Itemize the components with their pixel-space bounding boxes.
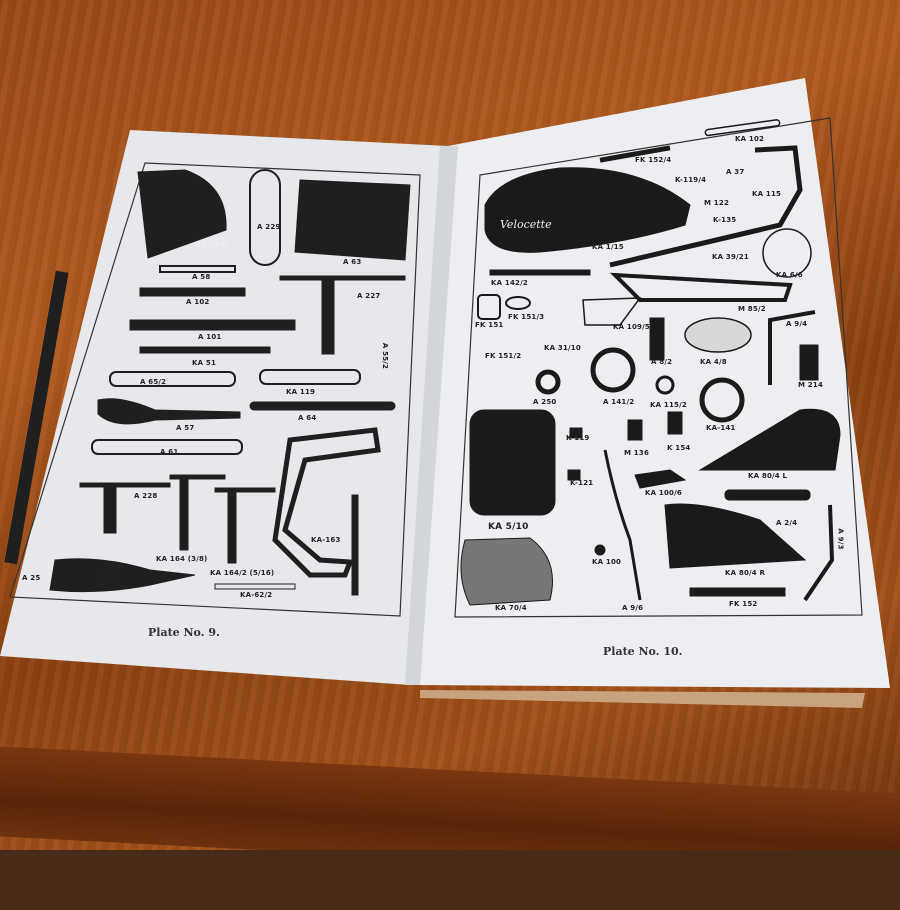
part-label: FK 152/4 (635, 156, 672, 164)
left-tools (4, 169, 411, 596)
left-plate-border (9, 162, 421, 617)
part-label: KA 1/15 (592, 243, 624, 251)
part-label: A 9/4 (786, 320, 808, 328)
part-label: FK 151/3 (508, 313, 545, 321)
tank-logo: Velocette (500, 218, 552, 231)
part-label: KA 5/10 (488, 522, 529, 532)
part-label: KA 51 (192, 359, 217, 367)
part-label: KA 102 (735, 135, 765, 143)
part-label: A 63 (343, 258, 362, 266)
part-label: KA 31/10 (544, 344, 581, 352)
right-plate-border (454, 117, 863, 618)
fuel-tank-drawing (484, 167, 691, 253)
part-label: K-121 (570, 479, 594, 487)
part-label: A 227 (357, 292, 381, 300)
part-label: A 250 (533, 398, 557, 406)
part-label: A 8/2 (651, 358, 673, 366)
clamp-drawing (272, 427, 381, 578)
part-label: KA-141 (706, 424, 736, 432)
part-label: KA 115/2 (650, 401, 687, 409)
part-label: M 122 (704, 199, 730, 207)
part-label: KA 12/8 (195, 241, 227, 249)
plate-caption: Plate No. 10. (603, 645, 683, 658)
pliers-drawing (49, 558, 196, 593)
toolbox-lid-drawing (460, 537, 553, 606)
part-label: KA 70/4 (495, 604, 527, 612)
plate-caption: Plate No. 9. (148, 626, 220, 639)
part-label: M 214 (798, 381, 824, 389)
wrench-a101 (129, 319, 296, 331)
part-label: A 58 (192, 273, 211, 281)
part-label: A 102 (186, 298, 210, 306)
part-label: A 65/2 (140, 378, 167, 386)
part-label: A 25 (22, 574, 41, 582)
part-label: KA 109/5 (613, 323, 650, 331)
part-label: KA 100 (592, 558, 622, 566)
part-label: A 9/3 (836, 528, 845, 550)
part-label: KA 100/6 (645, 489, 682, 497)
book-spine (405, 146, 458, 685)
pump-drawing (4, 270, 69, 565)
toolbag-drawing (294, 179, 411, 261)
part-label: KA 4/8 (700, 358, 727, 366)
part-label: M 136 (624, 449, 650, 457)
part-label: KA 119 (286, 388, 316, 396)
part-label: K 119 (566, 434, 590, 442)
part-label: K-135 (713, 216, 737, 224)
part-label: A 9/6 (622, 604, 644, 612)
part-label: K-119/4 (675, 176, 707, 184)
handlebar (609, 272, 793, 302)
tyre-lever (249, 401, 396, 411)
part-label: KA 164/2 (5/16) (210, 569, 275, 577)
part-label: A 101 (198, 333, 222, 341)
wrench-a102 (139, 287, 246, 297)
part-label: A 2/4 (776, 519, 798, 527)
part-label: KA 80/4 L (748, 472, 788, 480)
page-stack-edge (420, 690, 865, 708)
exhaust-pipe (609, 145, 803, 268)
part-label: A 57 (176, 424, 195, 432)
part-label: FK 151 (475, 321, 504, 329)
part-label: A-56 (102, 571, 121, 579)
part-label: A 61 (160, 448, 179, 456)
part-label: A 229 (257, 223, 281, 231)
oil-tank-drawing (469, 409, 556, 516)
right-tools (460, 119, 841, 606)
part-label: A 228 (134, 492, 158, 500)
part-label: FK 152 (729, 600, 758, 608)
part-label: A 141/2 (603, 398, 635, 406)
part-label: KA-163 (311, 536, 341, 544)
toolbox-drawing (137, 169, 227, 259)
part-label: M 85/2 (738, 305, 766, 313)
part-label: KA 164 (3/8) (156, 555, 208, 563)
wrench-a229 (249, 169, 281, 266)
part-label: K 154 (667, 444, 691, 452)
part-label: A 37 (726, 168, 745, 176)
side-panel-right (664, 503, 807, 569)
part-label: A 55/2 (381, 342, 390, 370)
part-label: KA 80/4 R (725, 569, 766, 577)
wrench-a57 (97, 398, 241, 425)
part-label: KA-62/2 (240, 591, 273, 599)
side-panel-left (698, 408, 841, 471)
part-label: KA 142/2 (491, 279, 528, 287)
part-label: KA 6/6 (776, 271, 803, 279)
part-label: FK 151/2 (485, 352, 522, 360)
part-label: A 64 (298, 414, 317, 422)
part-label: KA 39/21 (712, 253, 749, 261)
part-label: KA 115 (752, 190, 782, 198)
